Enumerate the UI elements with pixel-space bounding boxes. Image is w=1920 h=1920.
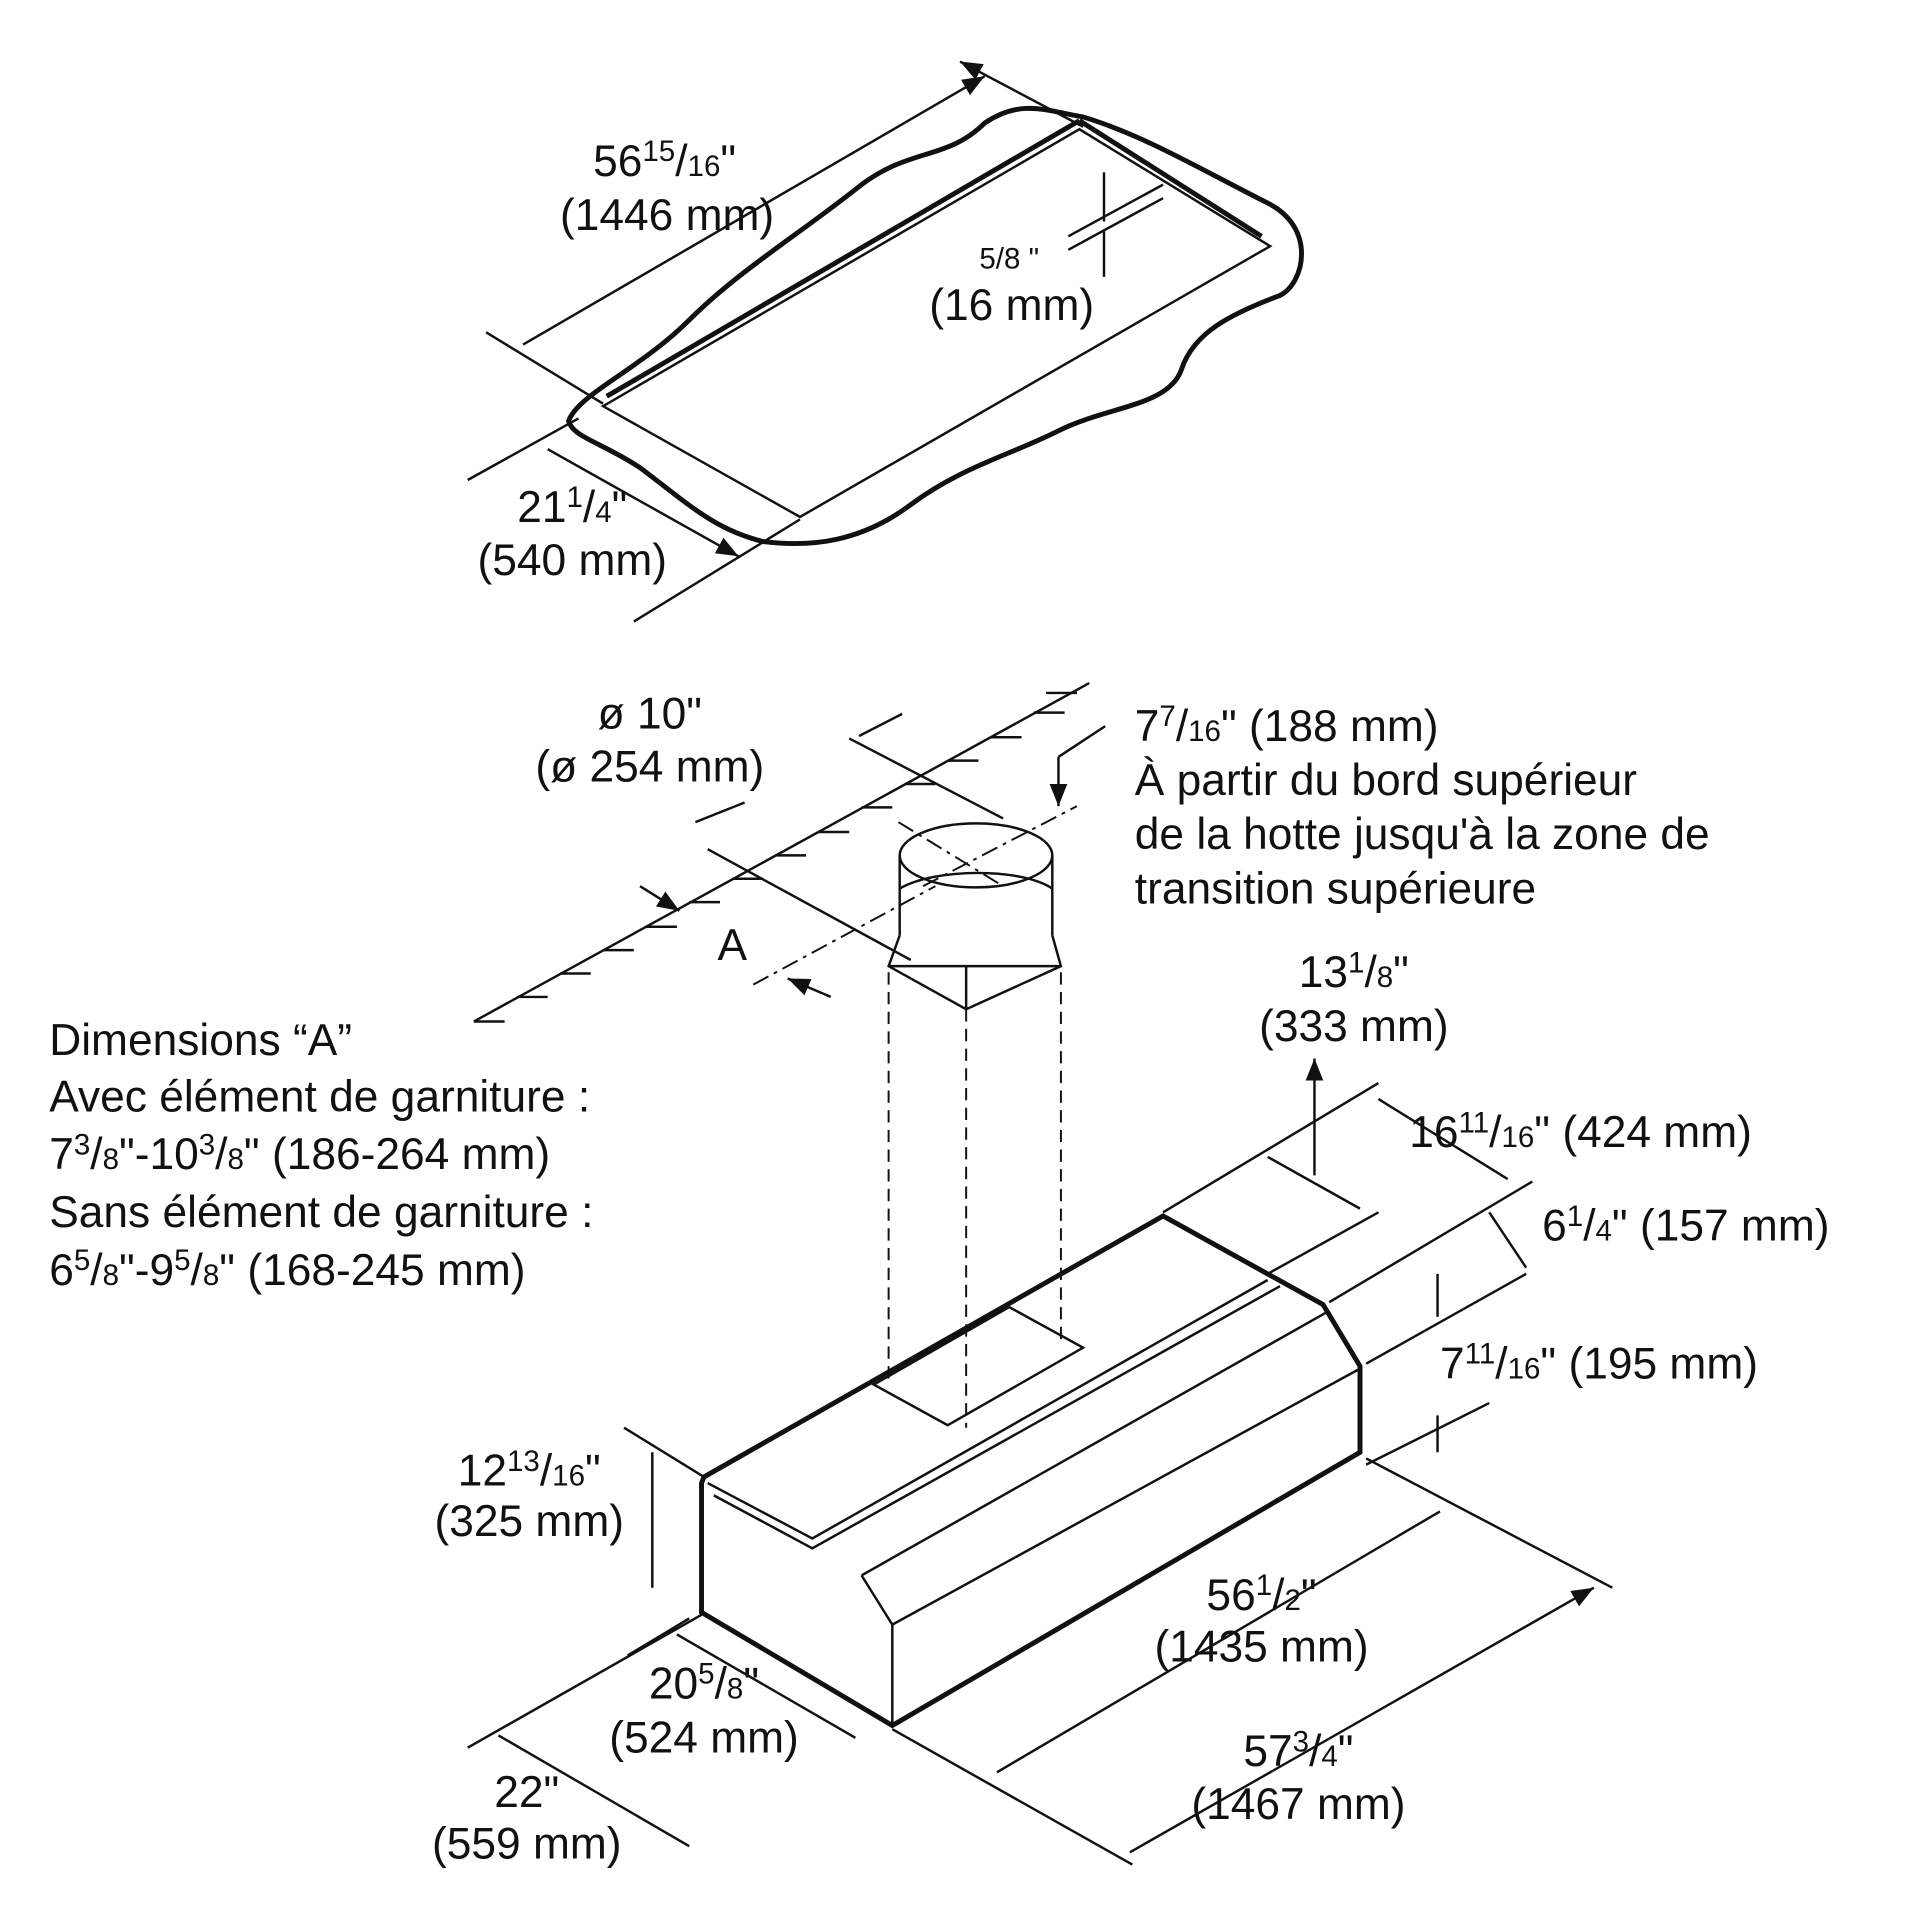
cutout-length-label: 5615/16" bbox=[593, 135, 736, 186]
cutout-rect bbox=[600, 127, 1273, 519]
hood-length-label: 573/4" bbox=[1243, 1725, 1353, 1776]
duct-diameter-label: ø 10" bbox=[598, 690, 702, 739]
duct-section: ø 10" (ø 254 mm) A 77/16" (188 mm) À par… bbox=[473, 681, 1710, 1428]
dimensions-a-note: Dimensions “A” Avec élément de garniture… bbox=[49, 1016, 593, 1295]
with-trim-label: Avec élément de garniture : bbox=[49, 1072, 590, 1121]
cutout-length-mm: (1446 mm) bbox=[560, 191, 774, 240]
with-trim-value: 73/8"-103/8" (186-264 mm) bbox=[49, 1128, 550, 1179]
hood-inner-length-mm: (1435 mm) bbox=[1154, 1623, 1368, 1672]
without-trim-value: 65/8"-95/8" (168-245 mm) bbox=[49, 1244, 525, 1295]
hood-depth-label: 22" bbox=[494, 1768, 559, 1817]
flange-mm: (16 mm) bbox=[929, 281, 1094, 330]
hood-length-mm: (1467 mm) bbox=[1191, 1780, 1405, 1829]
hood-d2-label: 1611/16" (424 mm) bbox=[1409, 1106, 1752, 1157]
dimension-a-marker: A bbox=[718, 921, 748, 970]
transition-note-line: de la hotte jusqu'à la zone de bbox=[1135, 810, 1710, 859]
countertop-cutout: 5615/16" (1446 mm) 5/8 " (16 mm) 211/4" … bbox=[467, 62, 1304, 623]
ceiling-hatch bbox=[473, 691, 1077, 1023]
ceiling-line bbox=[473, 681, 1090, 1023]
duct-diameter-mm: (ø 254 mm) bbox=[535, 743, 764, 792]
transition-note-line: transition supérieure bbox=[1135, 864, 1536, 913]
hood-inner-depth-label: 205/8" bbox=[649, 1658, 759, 1709]
hood-d1-label: 131/8" bbox=[1299, 946, 1409, 997]
cutout-width-mm: (540 mm) bbox=[478, 536, 668, 585]
transition-dimension: 77/16" (188 mm) bbox=[1135, 700, 1439, 751]
hood-height-mm: (325 mm) bbox=[434, 1497, 624, 1546]
without-trim-label: Sans élément de garniture : bbox=[49, 1188, 593, 1237]
hood-body: 131/8" (333 mm) 1611/16" (424 mm) 61/4" … bbox=[432, 946, 1830, 1868]
flange-label: 5/8 " bbox=[979, 242, 1039, 275]
dimensions-a-title: Dimensions “A” bbox=[49, 1016, 352, 1065]
hood-inner-length-label: 561/2" bbox=[1206, 1569, 1316, 1620]
hood-d1-mm: (333 mm) bbox=[1259, 1002, 1449, 1051]
hood-inner-depth-mm: (524 mm) bbox=[609, 1714, 799, 1763]
hood-d3-label: 61/4" (157 mm) bbox=[1542, 1200, 1829, 1251]
hood-d4-label: 711/16" (195 mm) bbox=[1440, 1338, 1758, 1389]
hood-depth-mm: (559 mm) bbox=[432, 1819, 622, 1868]
cutout-width-label: 211/4" bbox=[517, 481, 627, 532]
hood-height-label: 1213/16" bbox=[458, 1445, 601, 1496]
transition-note-line: À partir du bord supérieur bbox=[1135, 756, 1638, 805]
countertop-outline bbox=[566, 105, 1304, 547]
